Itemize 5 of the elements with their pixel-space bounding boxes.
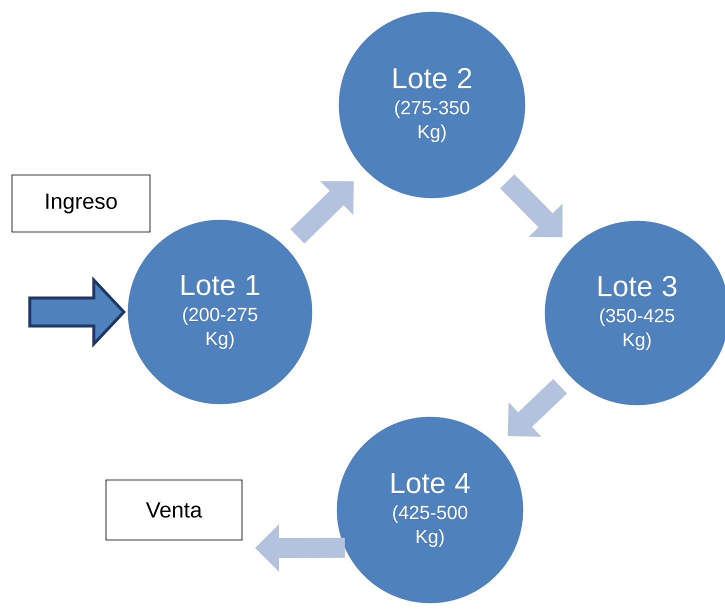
text-box: Ingreso <box>12 174 150 232</box>
block-arrow <box>508 378 567 437</box>
block-arrow <box>500 174 563 238</box>
block-arrow <box>290 181 354 244</box>
text-box: Venta <box>106 480 242 540</box>
